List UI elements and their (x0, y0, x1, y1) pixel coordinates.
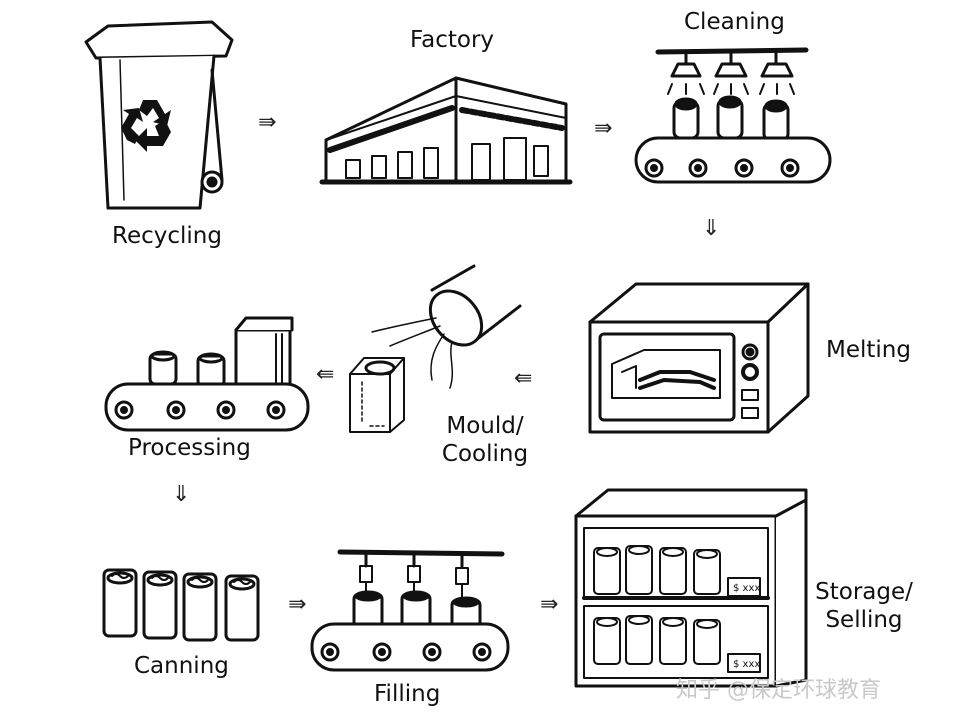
label-storage: Storage/ (815, 579, 913, 605)
arrow-recycling-to-factory: ⇛ (258, 110, 277, 135)
recycling-bin-icon (84, 20, 234, 210)
arrow-processing-to-canning: ⇓ (172, 482, 191, 507)
arrow-factory-to-cleaning: ⇛ (594, 116, 613, 141)
label-mould: Mould/ (446, 413, 524, 439)
arrow-canning-to-filling: ⇛ (288, 592, 307, 617)
filling-machine-icon (310, 549, 510, 672)
cleaning-machine-icon (634, 47, 832, 184)
label-selling: Selling (825, 607, 903, 633)
arrow-mould-to-processing: ⇚ (316, 362, 335, 387)
storage-shelf-icon (574, 488, 808, 688)
cans-icon (102, 568, 260, 642)
arrow-cleaning-to-melting: ⇓ (702, 216, 721, 241)
label-factory: Factory (410, 27, 495, 53)
label-filling: Filling (374, 681, 441, 707)
factory-icon (319, 76, 573, 185)
price-tag-upper: $ xxx (733, 583, 760, 594)
mould-pour-icon (349, 264, 522, 433)
label-melting: Melting (826, 337, 911, 363)
label-recycling: Recycling (112, 223, 222, 249)
label-processing: Processing (128, 435, 251, 461)
label-cleaning: Cleaning (684, 9, 785, 35)
label-cooling: Cooling (441, 441, 529, 467)
furnace-icon (588, 282, 810, 434)
processing-machine-icon (104, 316, 310, 432)
watermark: 知乎 @保定环球教育 (676, 678, 881, 703)
price-tag-lower: $ xxx (733, 659, 760, 670)
label-canning: Canning (134, 653, 229, 679)
arrow-melting-to-mould: ⇚ (514, 366, 533, 391)
arrow-filling-to-storage: ⇛ (540, 592, 559, 617)
